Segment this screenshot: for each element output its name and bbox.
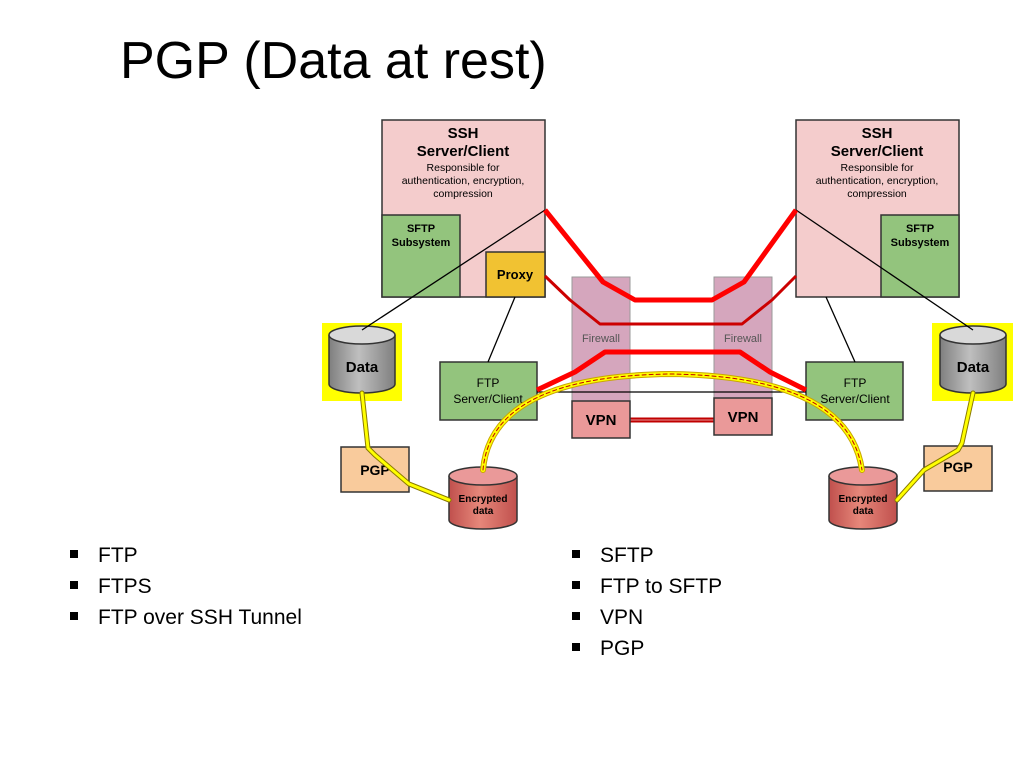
network-diagram: SSH Server/Client Responsible for authen…: [322, 119, 1013, 530]
vpn-box-left: VPN: [571, 400, 631, 439]
bullet-item: FTP over SSH Tunnel: [68, 602, 302, 633]
bullet-item: VPN: [570, 602, 722, 633]
data-store-left: Data: [322, 323, 402, 401]
sftp-label-2-left: Subsystem: [392, 237, 451, 249]
slide-title: PGP (Data at rest): [120, 32, 547, 90]
ftp-label-1-left: FTP: [477, 376, 500, 390]
ftp-box-right: FTP Server/Client: [805, 361, 904, 421]
ftp-label-1-right: FTP: [844, 376, 867, 390]
bullet-item: FTP to SFTP: [570, 571, 722, 602]
bullet-item: SFTP: [570, 540, 722, 571]
sftp-subsystem-right: SFTP Subsystem: [880, 214, 960, 298]
bullet-item: FTP: [68, 540, 302, 571]
ssh-desc-2-left: authentication, encryption,: [402, 175, 525, 187]
bullet-item: FTPS: [68, 571, 302, 602]
encrypted-label-2-right: data: [853, 506, 874, 517]
ssh-subtitle-right: Server/Client: [831, 143, 924, 160]
sftp-label-2-right: Subsystem: [891, 237, 950, 249]
data-store-right: Data: [932, 323, 1013, 401]
proxy-box: Proxy: [485, 251, 546, 298]
ssh-desc-2-right: authentication, encryption,: [816, 175, 939, 187]
ssh-title-right: SSH: [862, 125, 893, 142]
bullet-item: PGP: [570, 633, 722, 664]
encrypted-label-2-left: data: [473, 506, 494, 517]
bullet-list-right: SFTP FTP to SFTP VPN PGP: [570, 540, 722, 664]
data-label-right: Data: [957, 359, 990, 376]
ssh-subtitle-left: Server/Client: [417, 143, 510, 160]
ftp-label-2-left: Server/Client: [453, 392, 523, 406]
proxy-label: Proxy: [497, 267, 534, 282]
encrypted-data-right: Encrypted data: [828, 466, 898, 530]
bullet-list-left: FTP FTPS FTP over SSH Tunnel: [68, 540, 302, 633]
vpn-box-right: VPN: [713, 397, 773, 436]
ssh-title-left: SSH: [448, 125, 479, 142]
connector-lines: [361, 209, 974, 393]
firewall-label-left: Firewall: [582, 333, 620, 345]
ftp-label-2-right: Server/Client: [820, 392, 890, 406]
encrypted-data-left: Encrypted data: [448, 466, 518, 530]
pgp-paths: [359, 370, 976, 503]
ssh-desc-1-right: Responsible for: [841, 162, 914, 174]
pgp-label-left: PGP: [360, 462, 390, 478]
ssh-desc-3-right: compression: [847, 188, 907, 200]
sftp-label-1-left: SFTP: [407, 223, 435, 235]
pgp-label-right: PGP: [943, 459, 973, 475]
vpn-label-right: VPN: [728, 409, 759, 426]
sftp-subsystem-left: SFTP Subsystem: [381, 214, 461, 298]
ssh-desc-3-left: compression: [433, 188, 493, 200]
sftp-label-1-right: SFTP: [906, 223, 934, 235]
encrypted-label-1-left: Encrypted: [459, 494, 508, 505]
ssh-box-left: SSH Server/Client Responsible for authen…: [381, 119, 546, 298]
encrypted-label-1-right: Encrypted: [839, 494, 888, 505]
vpn-label-left: VPN: [586, 412, 617, 429]
ssh-tunnel-lines: [535, 208, 808, 393]
data-label-left: Data: [346, 359, 379, 376]
ssh-desc-1-left: Responsible for: [427, 162, 500, 174]
ftp-box-left: FTP Server/Client: [439, 361, 538, 421]
firewall-label-right: Firewall: [724, 333, 762, 345]
